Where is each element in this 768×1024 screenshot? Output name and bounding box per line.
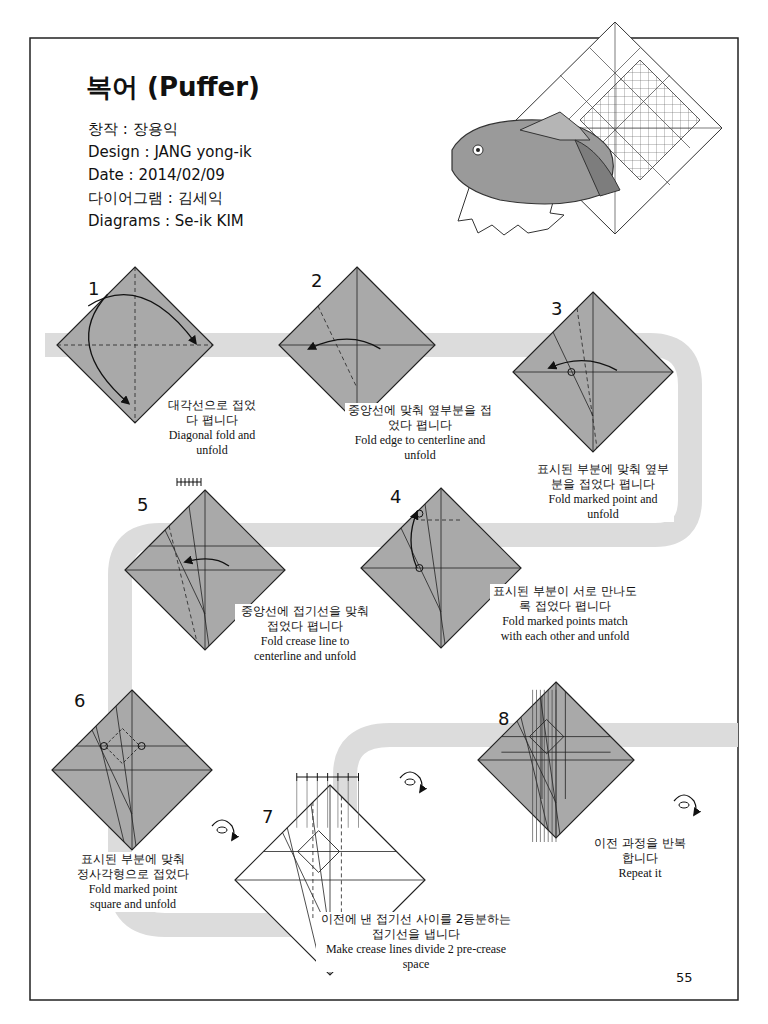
step-caption: 표시된 부분에 맞춰 옆부분을 접었다 폅니다 bbox=[532, 462, 674, 492]
step-caption: Fold marked point and unfold bbox=[532, 492, 674, 522]
fold-step bbox=[478, 682, 634, 842]
turn-over-symbol bbox=[674, 795, 696, 815]
title: 복어 (Puffer) bbox=[86, 70, 260, 105]
step-caption: Repeat it bbox=[590, 866, 690, 881]
step-caption: 표시된 부분이 서로 만나도록 접었다 폅니다 bbox=[490, 584, 640, 614]
step-caption: Fold marked point square and unfold bbox=[73, 882, 193, 912]
step-number: 1 bbox=[88, 278, 99, 301]
credit-line: Date : 2014/02/09 bbox=[88, 166, 225, 185]
credit-line: 창작 : 장용익 bbox=[88, 120, 178, 139]
fold-step bbox=[279, 267, 435, 423]
puffer-illustration bbox=[452, 22, 722, 235]
credit-line: Design : JANG yong-ik bbox=[88, 143, 252, 162]
step-number: 2 bbox=[311, 270, 322, 293]
step-number: 4 bbox=[390, 486, 401, 509]
step-caption: 중앙선에 맞춰 옆부분을 접었다 폅니다 bbox=[345, 403, 495, 433]
step-caption: Fold edge to centerline and unfold bbox=[345, 433, 495, 463]
flow-band bbox=[45, 345, 738, 925]
step-number: 6 bbox=[74, 690, 85, 713]
step-caption: Make crease lines divide 2 pre-crease sp… bbox=[316, 942, 516, 972]
step-number: 8 bbox=[498, 708, 509, 731]
step-caption: Diagonal fold and unfold bbox=[164, 428, 260, 458]
step-caption: 이전 과정을 반복합니다 bbox=[590, 836, 690, 866]
turn-over-symbol bbox=[400, 772, 422, 792]
step-number: 5 bbox=[137, 494, 148, 517]
credit-line: Diagrams : Se-ik KIM bbox=[88, 212, 244, 231]
step-caption: Fold marked points match with each other… bbox=[490, 614, 640, 644]
step-number: 3 bbox=[551, 298, 562, 321]
step-caption: 대각선으로 접었다 폅니다 bbox=[164, 398, 260, 428]
fold-step bbox=[52, 690, 212, 850]
turn-over-symbol bbox=[212, 820, 234, 840]
credit-line: 다이어그램 : 김세익 bbox=[88, 189, 223, 208]
step-caption: 중앙선에 접기선을 맞춰 접었다 폅니다 bbox=[235, 604, 375, 634]
fold-step bbox=[513, 292, 673, 452]
page-number: 55 bbox=[676, 970, 693, 986]
step-caption: 이전에 낸 접기선 사이를 2등분하는 접기선을 냅니다 bbox=[316, 912, 516, 942]
step-number: 7 bbox=[262, 806, 273, 829]
step-caption: Fold crease line to centerline and unfol… bbox=[235, 634, 375, 664]
